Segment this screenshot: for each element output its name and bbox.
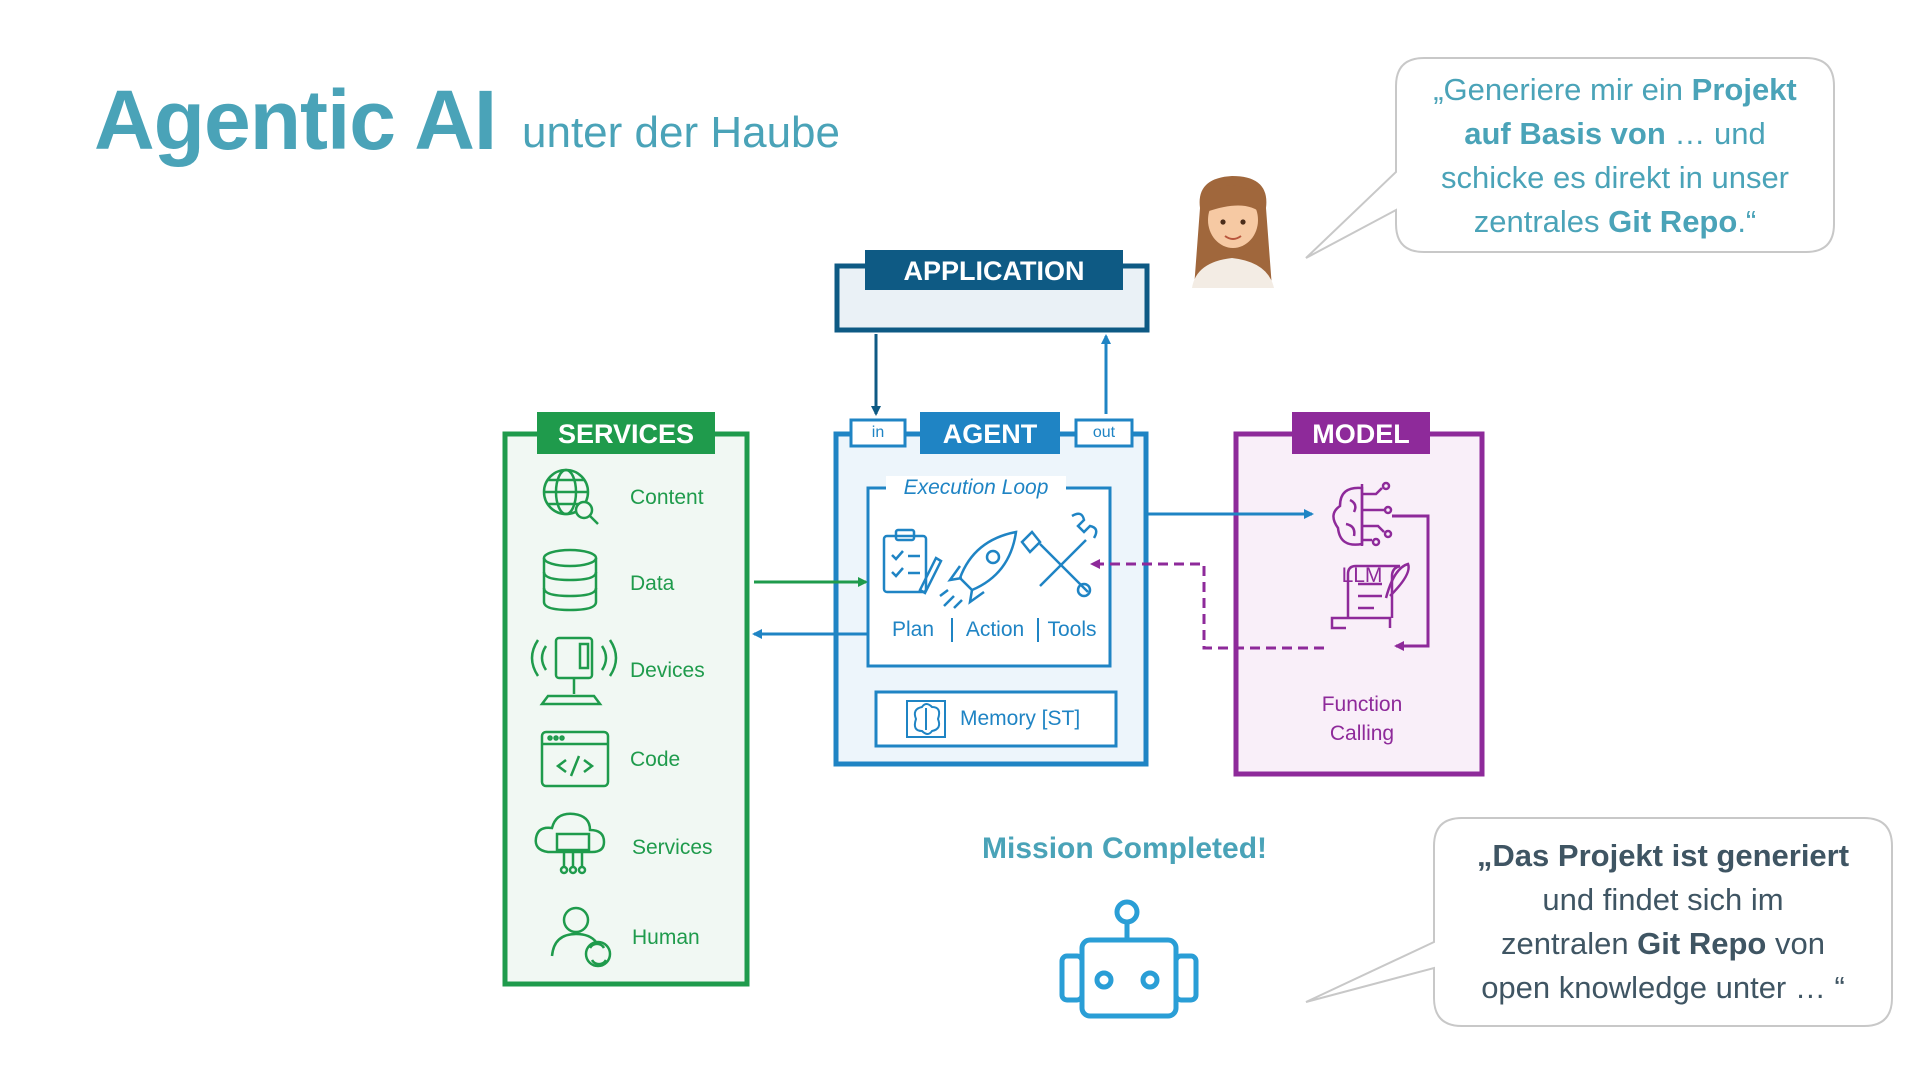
page-title: Agentic AI xyxy=(94,73,497,167)
services-box xyxy=(502,431,750,987)
execution-loop-label: Execution Loop xyxy=(903,476,1049,499)
service-label-data: Data xyxy=(630,572,675,595)
in-tab xyxy=(849,418,907,448)
plan-clipboard-icon xyxy=(882,528,943,595)
mission-completed-label: Mission Completed! xyxy=(982,832,1268,865)
out-label: out xyxy=(1092,424,1116,441)
person-sync-icon xyxy=(550,906,612,968)
step-action-label: Action xyxy=(965,618,1025,641)
agent-speech-bubble xyxy=(1305,817,1893,1027)
llm-label: LLM xyxy=(1341,564,1383,587)
device-icon xyxy=(530,636,618,706)
service-label-content: Content xyxy=(630,486,704,509)
service-label-services: Services xyxy=(632,836,713,859)
robot-icon xyxy=(1059,899,1199,1019)
llm-to-function-arrow xyxy=(1392,514,1430,651)
function-calling-scroll-icon xyxy=(1330,562,1410,630)
api-cloud-icon xyxy=(534,812,606,875)
llm-brain-icon xyxy=(1332,481,1393,547)
function-calling-label: Function Calling xyxy=(1321,693,1403,745)
application-label: APPLICATION xyxy=(903,256,1085,286)
database-icon xyxy=(542,548,598,612)
user-bubble-text: „Generiere mir ein Projekt auf Basis von… xyxy=(1433,72,1797,239)
service-label-devices: Devices xyxy=(630,659,705,682)
agent-bubble-text: „Das Projekt ist generiert und findet si… xyxy=(1476,838,1850,1005)
step-plan-label: Plan xyxy=(891,618,935,641)
step-tools-label: Tools xyxy=(1047,618,1097,641)
globe-search-icon xyxy=(542,468,599,525)
services-label: SERVICES xyxy=(557,419,695,449)
function-to-tools-dashed-arrow xyxy=(1090,559,1324,650)
out-tab xyxy=(1074,418,1134,448)
service-label-code: Code xyxy=(630,748,681,771)
page-subtitle: unter der Haube xyxy=(522,108,840,157)
user-speech-bubble xyxy=(1305,57,1835,259)
model-label: MODEL xyxy=(1312,419,1410,449)
agent-label: AGENT xyxy=(942,419,1038,449)
services-header xyxy=(537,412,715,454)
memory-label: Memory [ST] xyxy=(960,707,1081,730)
tools-wrench-icon xyxy=(1020,512,1098,598)
agent-header xyxy=(920,412,1060,454)
service-label-human: Human xyxy=(632,926,700,949)
memory-brain-icon xyxy=(906,700,946,738)
in-label: in xyxy=(871,424,885,441)
model-header xyxy=(1292,412,1430,454)
code-window-icon xyxy=(540,730,610,788)
action-rocket-icon xyxy=(939,530,1018,609)
application-header xyxy=(865,250,1123,290)
user-avatar-icon xyxy=(1192,176,1274,288)
